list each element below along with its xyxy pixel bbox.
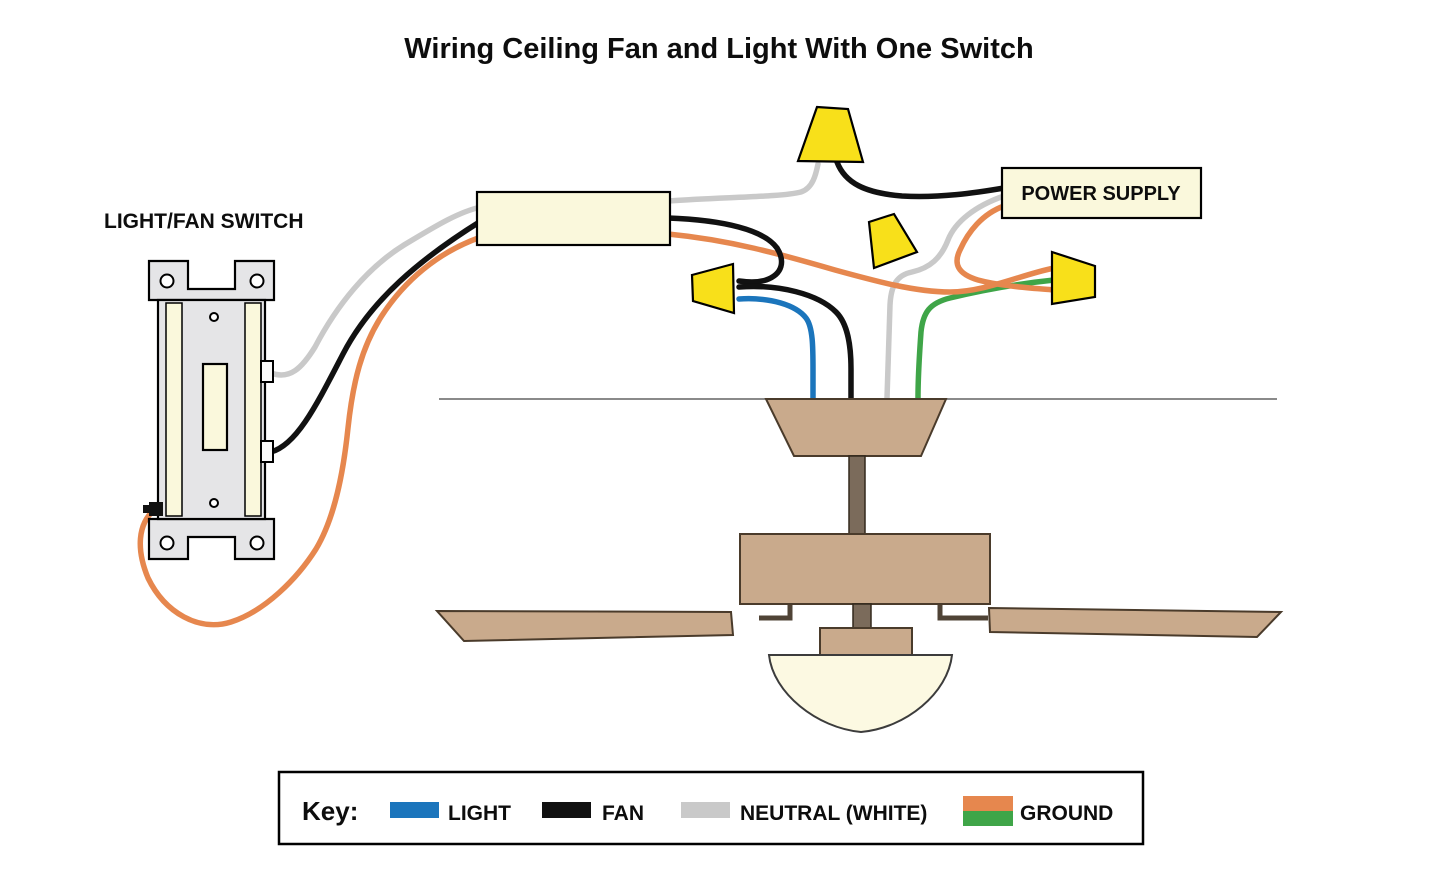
wire-fan-junction-to-left-nut <box>665 215 785 285</box>
switch-left-strip <box>165 302 183 517</box>
light-kit-mount <box>819 627 913 656</box>
ceiling-fan <box>434 398 1284 734</box>
wire-fan-top-nut-to-powersupply <box>834 159 1007 200</box>
wire-ground-powersupply-to-right-nut <box>954 203 1057 293</box>
legend: Key: LIGHT FAN NEUTRAL (WHITE) GROUND <box>277 770 1145 846</box>
wire-nut-middle-icon <box>867 212 919 270</box>
screw-icon <box>249 535 265 551</box>
legend-swatch-fan-icon <box>542 802 591 818</box>
fan-blade-left <box>434 609 735 643</box>
screw-icon <box>159 273 175 289</box>
legend-swatch-ground-green-icon <box>963 811 1013 826</box>
light-glass-bowl <box>767 654 954 734</box>
wire-fan-nut-to-fan <box>736 283 854 401</box>
wire-neutral-switch-to-junction <box>268 204 484 378</box>
blade-bracket-right <box>937 604 988 621</box>
screw-icon <box>209 498 219 508</box>
legend-label-light: LIGHT <box>448 802 511 825</box>
light-fan-switch: LIGHT/FAN SWITCH <box>104 210 303 561</box>
legend-label-neutral: NEUTRAL (WHITE) <box>740 802 927 825</box>
wire-nut-left-icon <box>690 262 736 315</box>
switch-toggle[interactable] <box>201 362 229 452</box>
legend-swatch-ground-orange-icon <box>963 796 1013 811</box>
switch-label: LIGHT/FAN SWITCH <box>104 210 303 233</box>
fan-downrod <box>848 455 866 535</box>
legend-label-fan: FAN <box>602 802 644 825</box>
wire-ground-junction-to-switch <box>137 234 484 628</box>
screw-icon <box>159 535 175 551</box>
wire-nut-right-icon <box>1050 250 1097 306</box>
power-supply-box: POWER SUPPLY <box>1000 166 1203 220</box>
switch-terminal-fan <box>260 440 274 463</box>
legend-heading: Key: <box>302 796 358 826</box>
fan-motor-housing <box>739 533 991 605</box>
switch-bottom-plate <box>147 517 276 561</box>
switch-terminal-neutral <box>260 360 274 383</box>
page-title: Wiring Ceiling Fan and Light With One Sw… <box>404 33 1033 65</box>
blade-bracket-left <box>759 604 793 621</box>
legend-swatch-light-icon <box>390 802 439 818</box>
wire-neutral-junction-to-top-nut <box>665 161 821 204</box>
wire-light-nut-to-fan <box>736 295 816 401</box>
legend-swatch-neutral-icon <box>681 802 730 818</box>
wire-fan-switch-to-junction <box>268 218 484 455</box>
wire-neutral-powersupply-to-fan <box>884 193 1007 401</box>
light-kit-stem <box>852 603 872 629</box>
junction-box <box>475 190 672 247</box>
wire-nut-top-icon <box>796 105 865 164</box>
power-supply-label: POWER SUPPLY <box>1021 183 1181 205</box>
fan-blade-right <box>987 606 1284 639</box>
switch-right-strip <box>244 302 262 517</box>
switch-ground-terminal-tab <box>143 505 150 513</box>
switch-ground-terminal <box>149 502 163 516</box>
screw-icon <box>209 312 219 322</box>
power-supply-rect <box>1000 166 1203 220</box>
legend-label-ground: GROUND <box>1020 802 1113 825</box>
screw-icon <box>249 273 265 289</box>
fan-canopy <box>764 398 948 457</box>
